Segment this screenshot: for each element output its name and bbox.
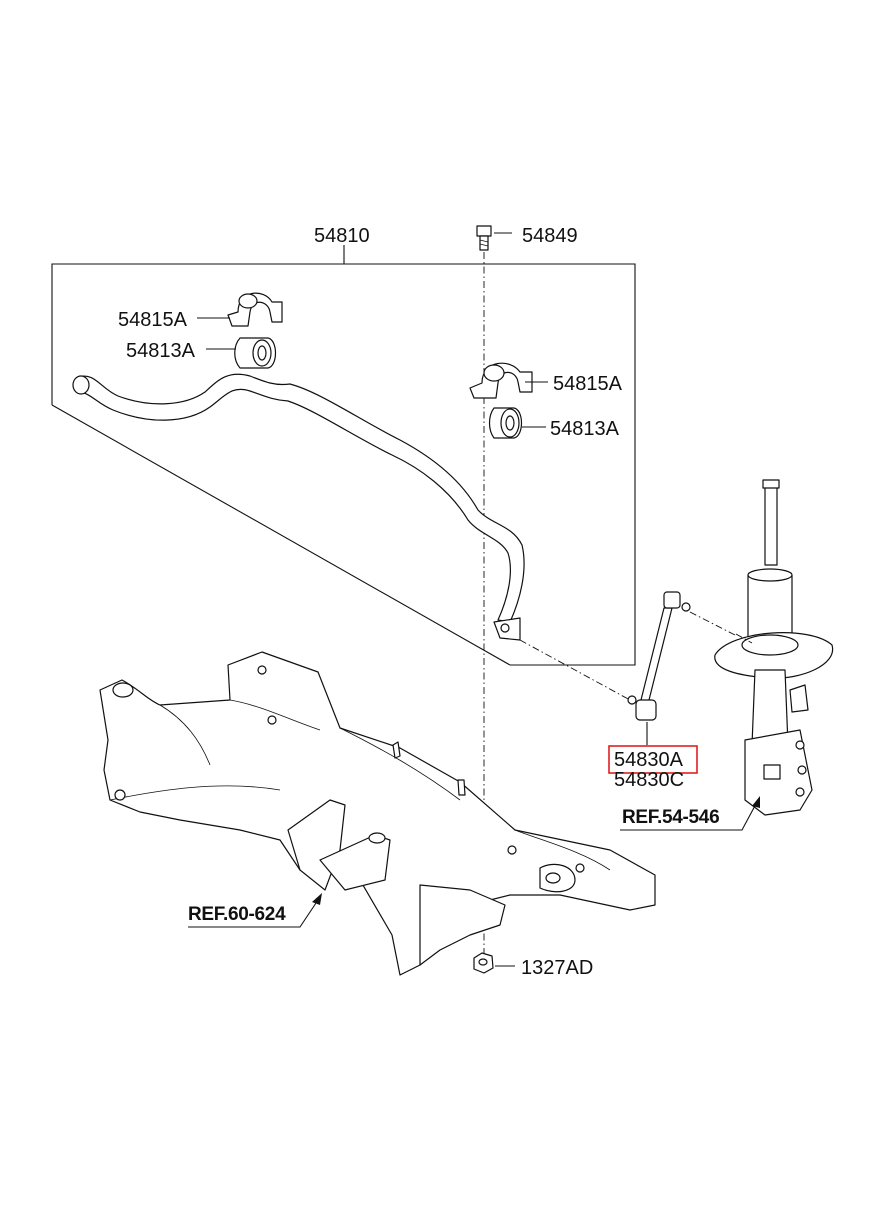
nut-icon <box>473 952 494 974</box>
label-bolt: 54849 <box>522 225 578 247</box>
label-nut: 1327AD <box>521 957 593 979</box>
strut-assembly <box>714 479 834 816</box>
stabilizer-link <box>519 591 736 745</box>
ref-crossmember-leader <box>188 893 322 928</box>
label-assembly: 54810 <box>314 225 370 247</box>
ref-crossmember: REF.60-624 <box>188 904 286 925</box>
ref-strut-leader <box>620 796 760 831</box>
label-link-selected-group[interactable]: 54830A <box>608 745 698 774</box>
label-bracket-right: 54815A <box>553 373 623 395</box>
leader-lines <box>197 232 548 967</box>
label-link-alt: 54830C <box>614 769 684 791</box>
bracket-left-icon <box>227 292 283 327</box>
crossmember <box>99 651 656 976</box>
bushing-right-icon <box>488 407 523 439</box>
ref-strut: REF.54-546 <box>622 807 719 828</box>
label-link-selected[interactable]: 54830A <box>614 749 684 771</box>
bolt-icon <box>476 225 492 251</box>
bracket-right-icon <box>469 362 533 399</box>
assembly-outline <box>51 245 636 666</box>
highlight-box <box>608 745 698 774</box>
stabilizer-bar <box>72 373 525 641</box>
label-bushing-left: 54813A <box>126 340 196 362</box>
label-bracket-left: 54815A <box>118 309 188 331</box>
label-bushing-right: 54813A <box>550 418 620 440</box>
bushing-left-icon <box>234 337 277 369</box>
